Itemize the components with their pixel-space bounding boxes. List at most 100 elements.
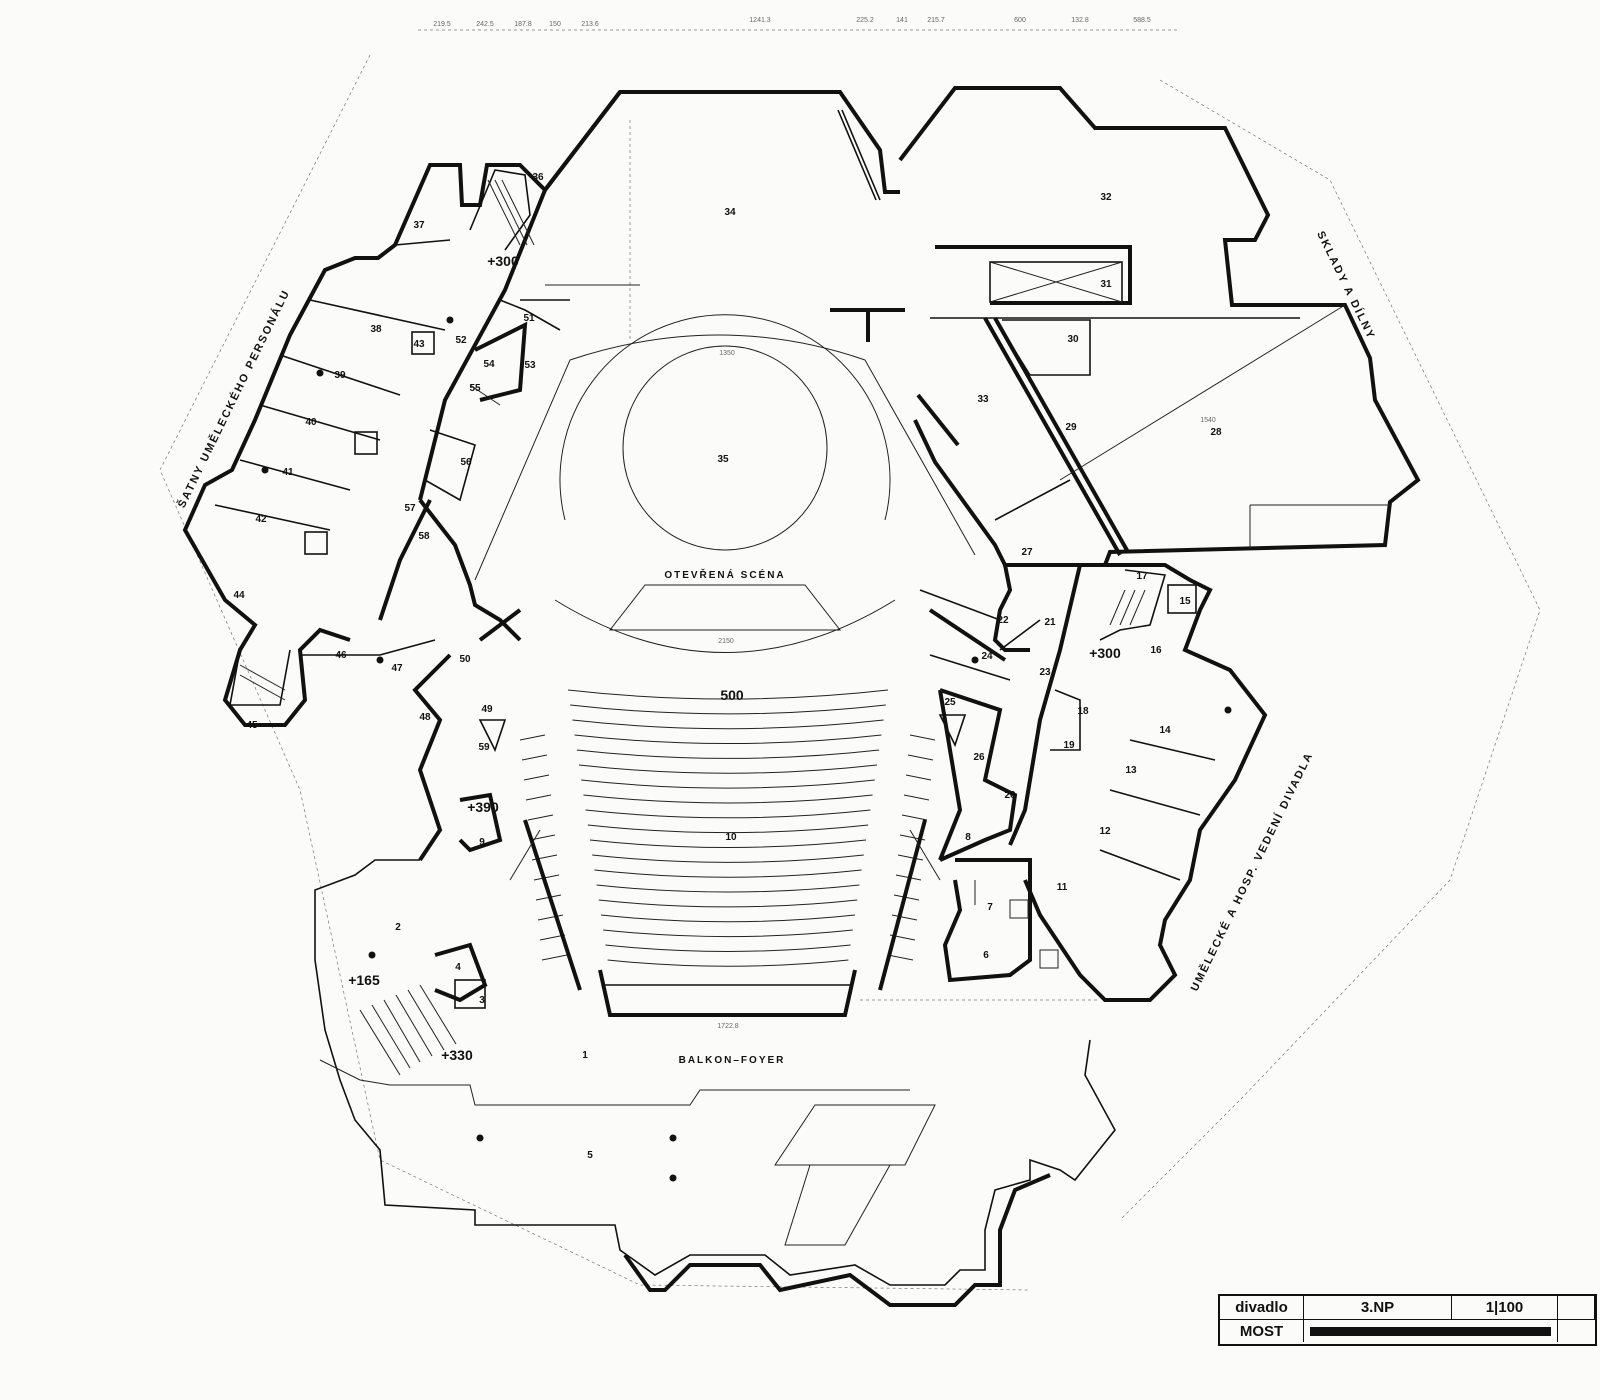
foyer: [314, 653, 1116, 1307]
side-seat-row-left: [521, 754, 548, 761]
room-number-43: 43: [413, 339, 425, 350]
seat-row: [585, 809, 871, 819]
room-number-50: 50: [459, 654, 471, 665]
room-number-7: 7: [987, 902, 993, 913]
seat-row: [598, 899, 858, 908]
foyer-stairs: [359, 984, 457, 1076]
side-seat-row-left: [537, 914, 564, 921]
room-number-31: 31: [1100, 279, 1112, 290]
management-wing: [929, 563, 1268, 1002]
room-number-51: 51: [523, 313, 535, 324]
room-number-45: 45: [246, 720, 258, 731]
room-number-52: 52: [455, 335, 467, 346]
room-number-11: 11: [1057, 882, 1068, 893]
room-number-10: 10: [725, 832, 737, 843]
room-number-30: 30: [1067, 334, 1079, 345]
title-blank-cell: [1558, 1296, 1595, 1320]
seat-row: [583, 794, 873, 804]
room-number-4: 4: [455, 962, 461, 973]
side-seat-row-right: [887, 954, 914, 961]
room-number-34: 34: [724, 207, 736, 218]
room-number-29: 29: [1065, 422, 1077, 433]
title-floor: 3.NP: [1304, 1296, 1452, 1320]
room-number-24: 24: [981, 651, 993, 662]
level-markers: +300 +300 +390 +165 +330 500: [348, 253, 1121, 1063]
seat-row: [596, 884, 860, 893]
seat-row: [572, 719, 884, 730]
room-number-15: 15: [1179, 596, 1191, 607]
room-number-44: 44: [233, 590, 245, 601]
auditorium: [418, 314, 1007, 1017]
room-number-21: 21: [1044, 617, 1056, 628]
dim-top-2: 242.5: [476, 21, 494, 28]
label-management: UMĚLECKÉ A HOSP. VEDENÍ DIVADLA: [1188, 750, 1316, 994]
room-number-16: 16: [1150, 645, 1162, 656]
room-number-2: 2: [395, 922, 401, 933]
foyer-label: BALKON–FOYER: [679, 1055, 786, 1066]
room-number-36: 36: [532, 172, 544, 183]
room-number-22: 22: [997, 615, 1009, 626]
dim-hall-33: 1540: [1200, 417, 1216, 424]
dim-top-1: 219.5: [433, 21, 451, 28]
room-number-18: 18: [1077, 706, 1089, 717]
dim-top-8: 141: [896, 17, 908, 24]
seat-row: [574, 734, 882, 745]
room-numbers: 1 2 3 4 5 6 7 8 9 10 11 12 13 14 15 16 1…: [233, 172, 1222, 1161]
room-number-23: 23: [1039, 667, 1051, 678]
title-scale: 1|100: [1452, 1296, 1558, 1320]
top-dimension-line: 219.5 242.5 187.8 150 213.6 1241.3 225.2…: [418, 17, 1180, 31]
room-number-26: 26: [973, 752, 985, 763]
room-number-25: 25: [944, 697, 956, 708]
side-seat-row-right: [903, 794, 930, 801]
side-seat-row-right: [897, 854, 924, 861]
dim-top-11: 132.8: [1071, 17, 1089, 24]
room-number-13: 13: [1125, 765, 1137, 776]
seat-row: [607, 959, 849, 967]
level-right-stair: +300: [1089, 645, 1121, 661]
dim-stage-top: 1350: [719, 350, 735, 357]
room-number-33: 33: [977, 394, 989, 405]
seat-row: [581, 779, 875, 789]
side-seat-row-left: [519, 734, 546, 741]
side-seat-row-left: [523, 774, 550, 781]
room-number-58: 58: [418, 531, 430, 542]
room-number-38: 38: [370, 324, 382, 335]
room-number-12: 12: [1099, 826, 1111, 837]
level-top-stair: +300: [487, 253, 519, 269]
title-name-line1: divadlo: [1220, 1296, 1304, 1320]
level-auditorium: 500: [720, 687, 744, 703]
seat-row: [605, 944, 851, 952]
stage-label: OTEVŘENÁ SCÉNA: [664, 568, 785, 581]
seat-row: [603, 929, 853, 938]
room-number-49: 49: [481, 704, 493, 715]
seat-row: [567, 689, 889, 700]
room-number-3: 3: [479, 995, 485, 1006]
label-dressing-rooms: ŠATNY UMĚLECKÉHO PERSONÁLU: [175, 287, 293, 510]
room-number-40: 40: [305, 417, 317, 428]
side-seat-row-left: [529, 834, 556, 841]
room-number-57: 57: [404, 503, 416, 514]
seat-row: [592, 854, 864, 863]
room-number-56: 56: [460, 457, 472, 468]
dim-top-5: 213.6: [581, 21, 599, 28]
room-number-48: 48: [419, 712, 431, 723]
side-seat-row-right: [901, 814, 928, 821]
stage-block: [418, 90, 905, 501]
columns: [261, 316, 1232, 1182]
title-blank-cell-2: [1558, 1320, 1595, 1342]
seat-row: [587, 824, 869, 834]
dim-top-7: 225.2: [856, 17, 874, 24]
side-seat-row-right: [909, 734, 936, 741]
title-name-line2: MOST: [1220, 1320, 1304, 1342]
seat-row: [578, 764, 878, 774]
seat-row: [600, 914, 856, 923]
room-number-14: 14: [1159, 725, 1171, 736]
room-number-6: 6: [983, 950, 989, 961]
side-seat-row-right: [907, 754, 934, 761]
dim-stage-width: 2150: [718, 638, 734, 645]
side-seat-row-left: [525, 794, 552, 801]
room-number-53: 53: [524, 360, 536, 371]
dim-top-9: 215.7: [927, 17, 945, 24]
side-seat-row-left: [541, 954, 568, 961]
